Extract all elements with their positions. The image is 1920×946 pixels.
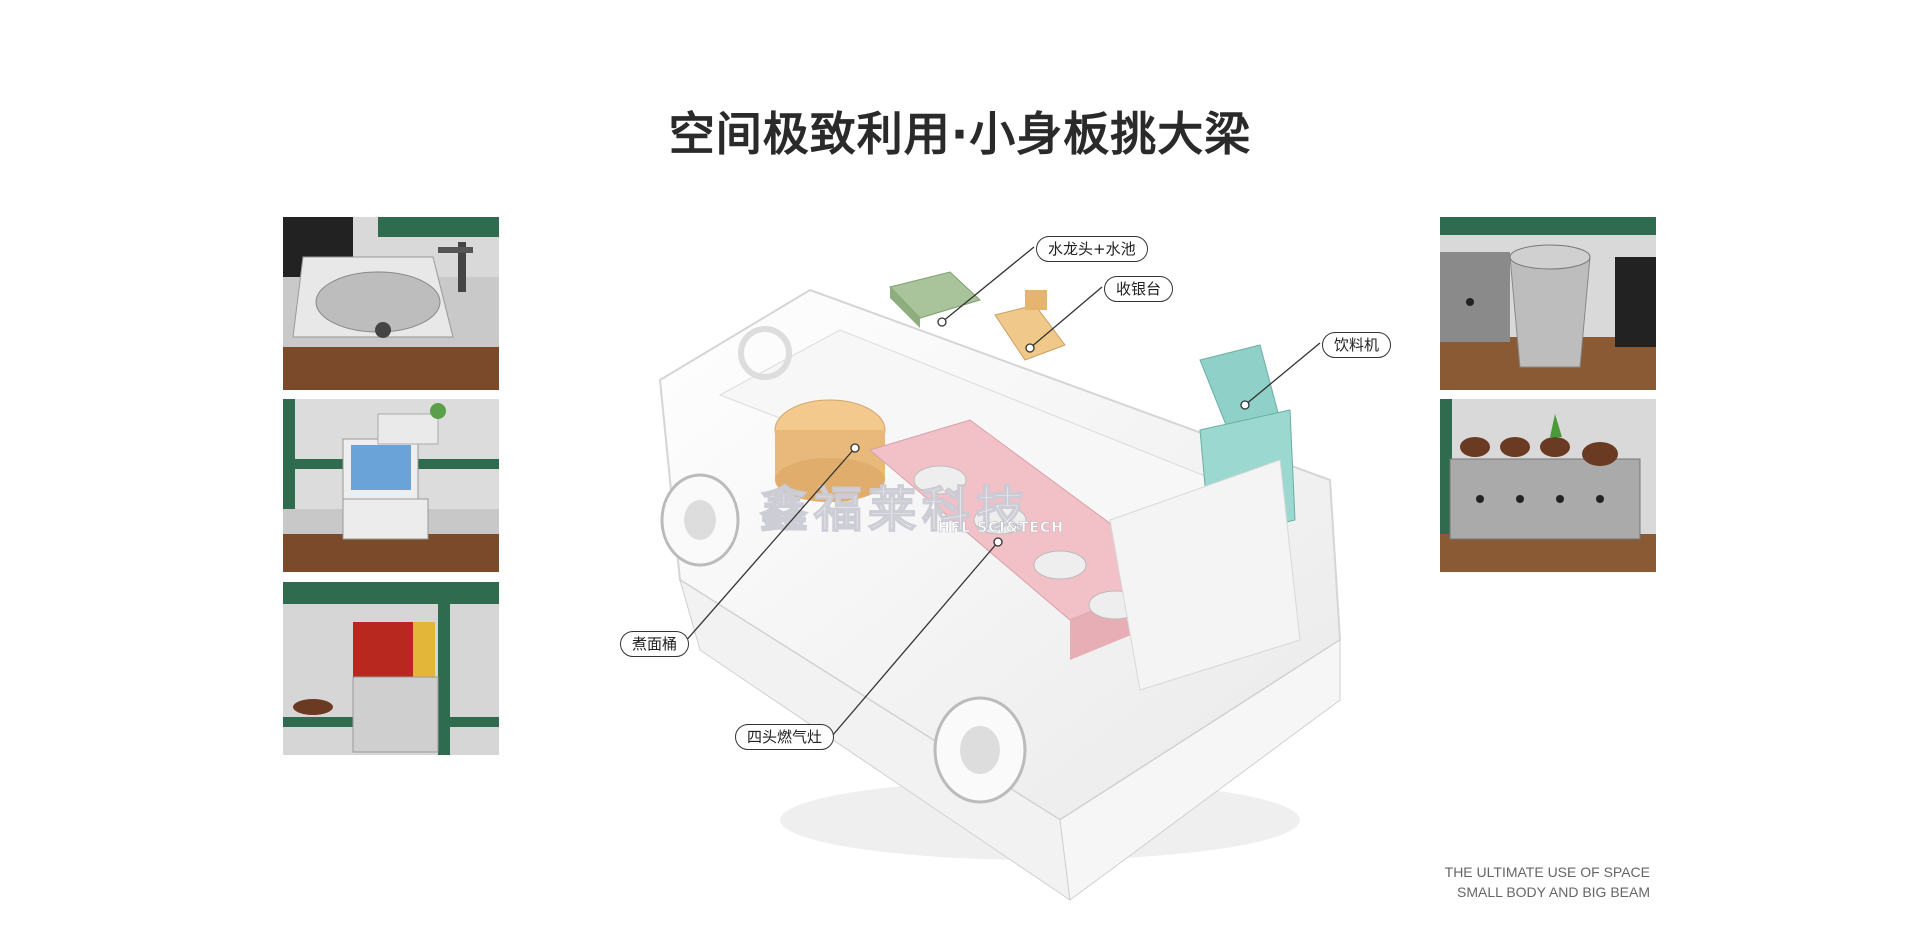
callout-faucet-sink: 水龙头+水池 bbox=[1036, 236, 1148, 262]
thumb-cashier-photo bbox=[283, 399, 499, 572]
callout-gas-stove: 四头燃气灶 bbox=[735, 724, 835, 750]
food-truck-illustration bbox=[640, 220, 1400, 910]
thumb-bucket-photo bbox=[1440, 217, 1656, 390]
tagline-line-1: THE ULTIMATE USE OF SPACE bbox=[1444, 864, 1650, 880]
watermark-subtext: HFL SCI&TECH bbox=[938, 520, 1064, 537]
tagline-line-2: SMALL BODY AND BIG BEAM bbox=[1457, 884, 1650, 900]
thumb-pots-photo bbox=[1440, 399, 1656, 572]
page-title: 空间极致利用·小身板挑大梁 bbox=[668, 107, 1252, 161]
callout-cashier: 收银台 bbox=[1104, 276, 1174, 302]
thumb-sink-photo bbox=[283, 217, 499, 390]
callout-drink-machine: 饮料机 bbox=[1322, 332, 1392, 358]
thumb-drink-photo bbox=[283, 582, 499, 755]
callout-noodle-bucket: 煮面桶 bbox=[620, 631, 690, 657]
tagline: THE ULTIMATE USE OF SPACE SMALL BODY AND… bbox=[1445, 862, 1650, 902]
